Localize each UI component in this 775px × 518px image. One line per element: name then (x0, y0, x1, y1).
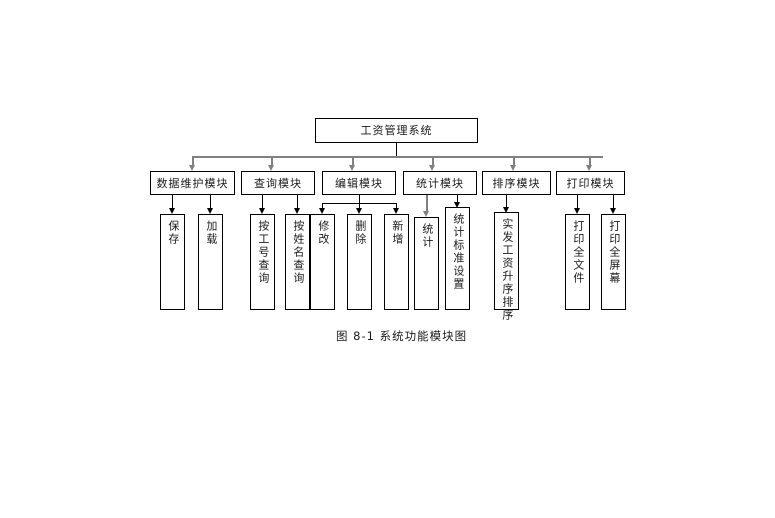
stat-drop-2 (457, 195, 458, 204)
leaf-label-statistics-standard-settings: 统计标准设置 (451, 213, 465, 291)
module-node-print: 打印模块 (556, 171, 625, 195)
level1-arrow-3-icon (349, 165, 355, 171)
leaf-label-query-by-employee-id: 按工号查询 (256, 220, 270, 285)
leaf-node-statistics-standard-settings: 统计标准设置 (445, 207, 470, 310)
module-label-query: 查询模块 (254, 176, 302, 190)
level1-arrow-4-icon (429, 165, 435, 171)
level1-arrow-1-icon (189, 165, 195, 171)
edit-arrow-2-icon (356, 208, 362, 214)
edit-stem-line (359, 195, 360, 203)
module-node-statistics: 统计模块 (403, 171, 477, 195)
leaf-label-add: 新增 (390, 220, 404, 246)
level1-drop-2 (271, 156, 273, 167)
dm-drop-2 (210, 195, 211, 210)
dm-arrow-2-icon (207, 208, 213, 214)
print-drop-2 (613, 195, 614, 210)
root-node-label: 工资管理系统 (360, 124, 433, 137)
edit-arrow-1-icon (319, 208, 325, 214)
stat-drop-1 (426, 195, 428, 213)
module-node-sort: 排序模块 (482, 171, 551, 195)
leaf-node-load: 加载 (198, 214, 223, 310)
query-drop-2 (297, 195, 298, 210)
module-label-sort: 排序模块 (492, 176, 541, 190)
level1-arrow-5-icon (510, 165, 516, 171)
root-node-salary-management-system: 工资管理系统 (315, 118, 478, 143)
stat-arrow-2-icon (454, 202, 460, 208)
leaf-label-delete: 删除 (353, 220, 367, 246)
level1-arrow-6-icon (586, 165, 592, 171)
leaf-node-sort-by-net-salary-asc: 实发工资升序排序 (494, 212, 519, 322)
edit-drop-3 (396, 203, 397, 210)
leaf-label-load: 加载 (204, 220, 218, 246)
sort-arrow-1-icon (503, 207, 509, 213)
level1-drop-1 (192, 156, 194, 167)
leaf-node-delete: 删除 (347, 214, 372, 310)
leaf-label-save: 保存 (166, 220, 180, 246)
level1-drop-3 (352, 156, 354, 167)
figure-caption: 图 8-1 系统功能模块图 (336, 329, 468, 343)
module-label-statistics: 统计模块 (416, 176, 464, 190)
module-node-data-maintenance: 数据维护模块 (150, 171, 235, 195)
level1-bus-line (192, 156, 603, 158)
leaf-label-query-by-name: 按姓名查询 (291, 220, 305, 285)
module-label-data-maintenance: 数据维护模块 (156, 176, 229, 190)
print-arrow-1-icon (574, 208, 580, 214)
edit-arrow-3-icon (393, 208, 399, 214)
leaf-node-add: 新增 (384, 214, 409, 310)
leaf-node-save: 保存 (160, 214, 185, 310)
level1-drop-5 (513, 156, 515, 167)
leaf-label-statistics: 统计 (420, 223, 434, 249)
module-label-edit: 编辑模块 (335, 176, 383, 190)
module-node-edit: 编辑模块 (322, 171, 396, 195)
print-arrow-2-icon (610, 208, 616, 214)
leaf-node-modify: 修改 (310, 214, 335, 310)
dm-arrow-1-icon (169, 208, 175, 214)
leaf-node-query-by-name: 按姓名查询 (285, 214, 310, 310)
leaf-label-modify: 修改 (316, 220, 330, 246)
query-arrow-1-icon (259, 208, 265, 214)
query-drop-1 (262, 195, 263, 210)
dm-drop-1 (172, 195, 173, 210)
edit-drop-1 (322, 203, 323, 210)
leaf-node-query-by-employee-id: 按工号查询 (250, 214, 275, 310)
leaf-node-print-whole-screen: 打印全屏幕 (601, 214, 626, 310)
leaf-label-print-whole-screen: 打印全屏幕 (607, 220, 621, 285)
query-arrow-2-icon (294, 208, 300, 214)
stat-arrow-1-icon (423, 211, 429, 217)
leaf-node-statistics: 统计 (414, 217, 439, 310)
root-stem-line (396, 143, 397, 156)
sort-drop-1 (506, 195, 507, 209)
module-node-query: 查询模块 (241, 171, 315, 195)
leaf-node-print-whole-file: 打印全文件 (565, 214, 590, 310)
module-label-print: 打印模块 (566, 176, 615, 190)
leaf-label-sort-by-net-salary-asc: 实发工资升序排序 (500, 218, 514, 322)
print-drop-1 (577, 195, 578, 210)
edit-drop-2 (359, 203, 360, 210)
level1-drop-6 (589, 156, 591, 167)
level1-drop-4 (432, 156, 434, 167)
leaf-label-print-whole-file: 打印全文件 (571, 220, 585, 285)
level1-arrow-2-icon (268, 165, 274, 171)
